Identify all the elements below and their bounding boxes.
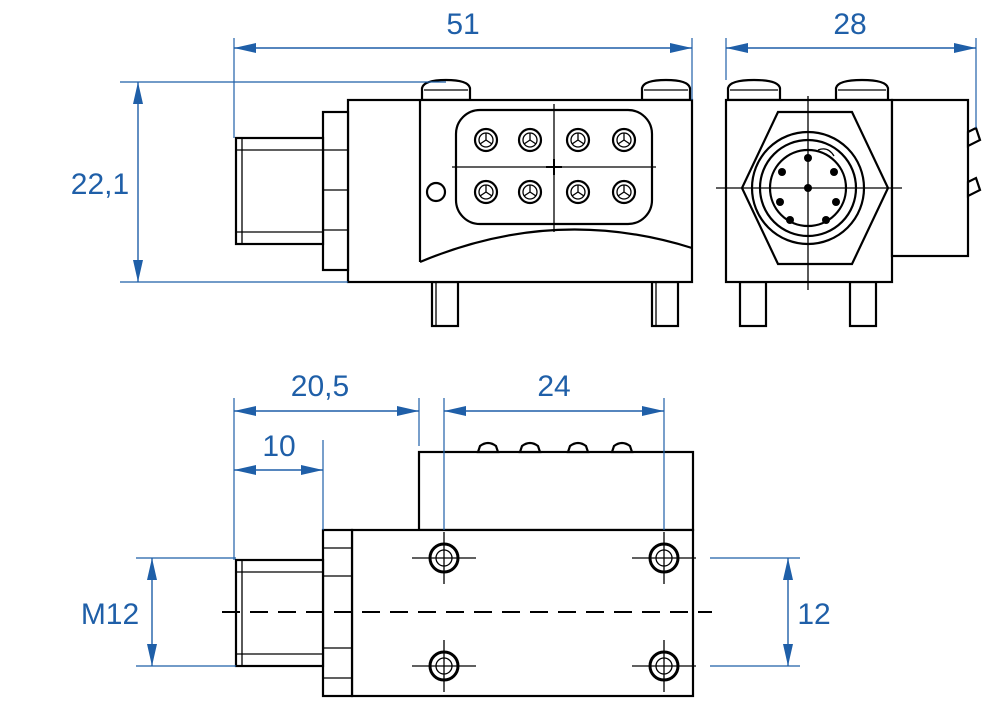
plan-mounting-holes: [412, 532, 696, 692]
dim-label-height: 22,1: [71, 168, 129, 201]
dim-label-hole-spacing: 24: [537, 370, 570, 403]
front-nut: [321, 110, 350, 272]
connector-pin: [786, 216, 794, 224]
connector-pin: [778, 168, 786, 176]
side-connector-pins: [776, 154, 840, 224]
connector-pin: [830, 168, 838, 176]
contact-pin: [611, 179, 637, 205]
connector-pin: [804, 154, 812, 162]
front-view: [234, 78, 694, 328]
contact-bump: [518, 441, 542, 454]
connector-pin: [804, 184, 812, 192]
dim-label-side-width: 28: [833, 8, 866, 41]
dimensions: 51 28 22,1 20,5 10 24: [71, 8, 977, 667]
dim-label-thread: M12: [81, 598, 139, 631]
dim-label-offset-b: 10: [262, 430, 295, 463]
side-bottom-pin-left: [738, 280, 768, 328]
connector-pin: [822, 216, 830, 224]
side-edge-screw-top: [966, 126, 982, 148]
dim-label-width-total: 51: [446, 8, 479, 41]
side-view: [716, 78, 982, 328]
front-contacts: [473, 127, 637, 205]
plan-contact-bumps: [476, 441, 634, 454]
contact-bump: [566, 441, 590, 454]
plan-upper-housing: [417, 450, 695, 532]
contact-pin: [473, 179, 499, 205]
mounting-hole: [412, 640, 476, 692]
side-housing-extension: [890, 98, 970, 258]
connector-pin: [776, 198, 784, 206]
contact-bump: [476, 441, 500, 454]
dim-label-offset-a: 20,5: [291, 370, 349, 403]
front-small-hole: [425, 181, 447, 203]
connector-pin: [832, 198, 840, 206]
contact-bump: [610, 441, 634, 454]
dim-label-hole-pitch: 12: [797, 598, 830, 631]
contact-pin: [517, 127, 543, 153]
contact-pin: [565, 179, 591, 205]
mounting-hole: [412, 532, 476, 584]
contact-pin: [611, 127, 637, 153]
front-body-curve: [419, 228, 693, 264]
side-bottom-pin-right: [848, 280, 878, 328]
contact-pin: [473, 127, 499, 153]
mounting-hole: [632, 640, 696, 692]
contact-pin: [517, 179, 543, 205]
side-edge-screw-bottom: [966, 176, 982, 198]
front-connector-sleeve: [234, 136, 325, 246]
mounting-hole: [632, 532, 696, 584]
plan-view: [222, 441, 712, 698]
contact-pin: [565, 127, 591, 153]
